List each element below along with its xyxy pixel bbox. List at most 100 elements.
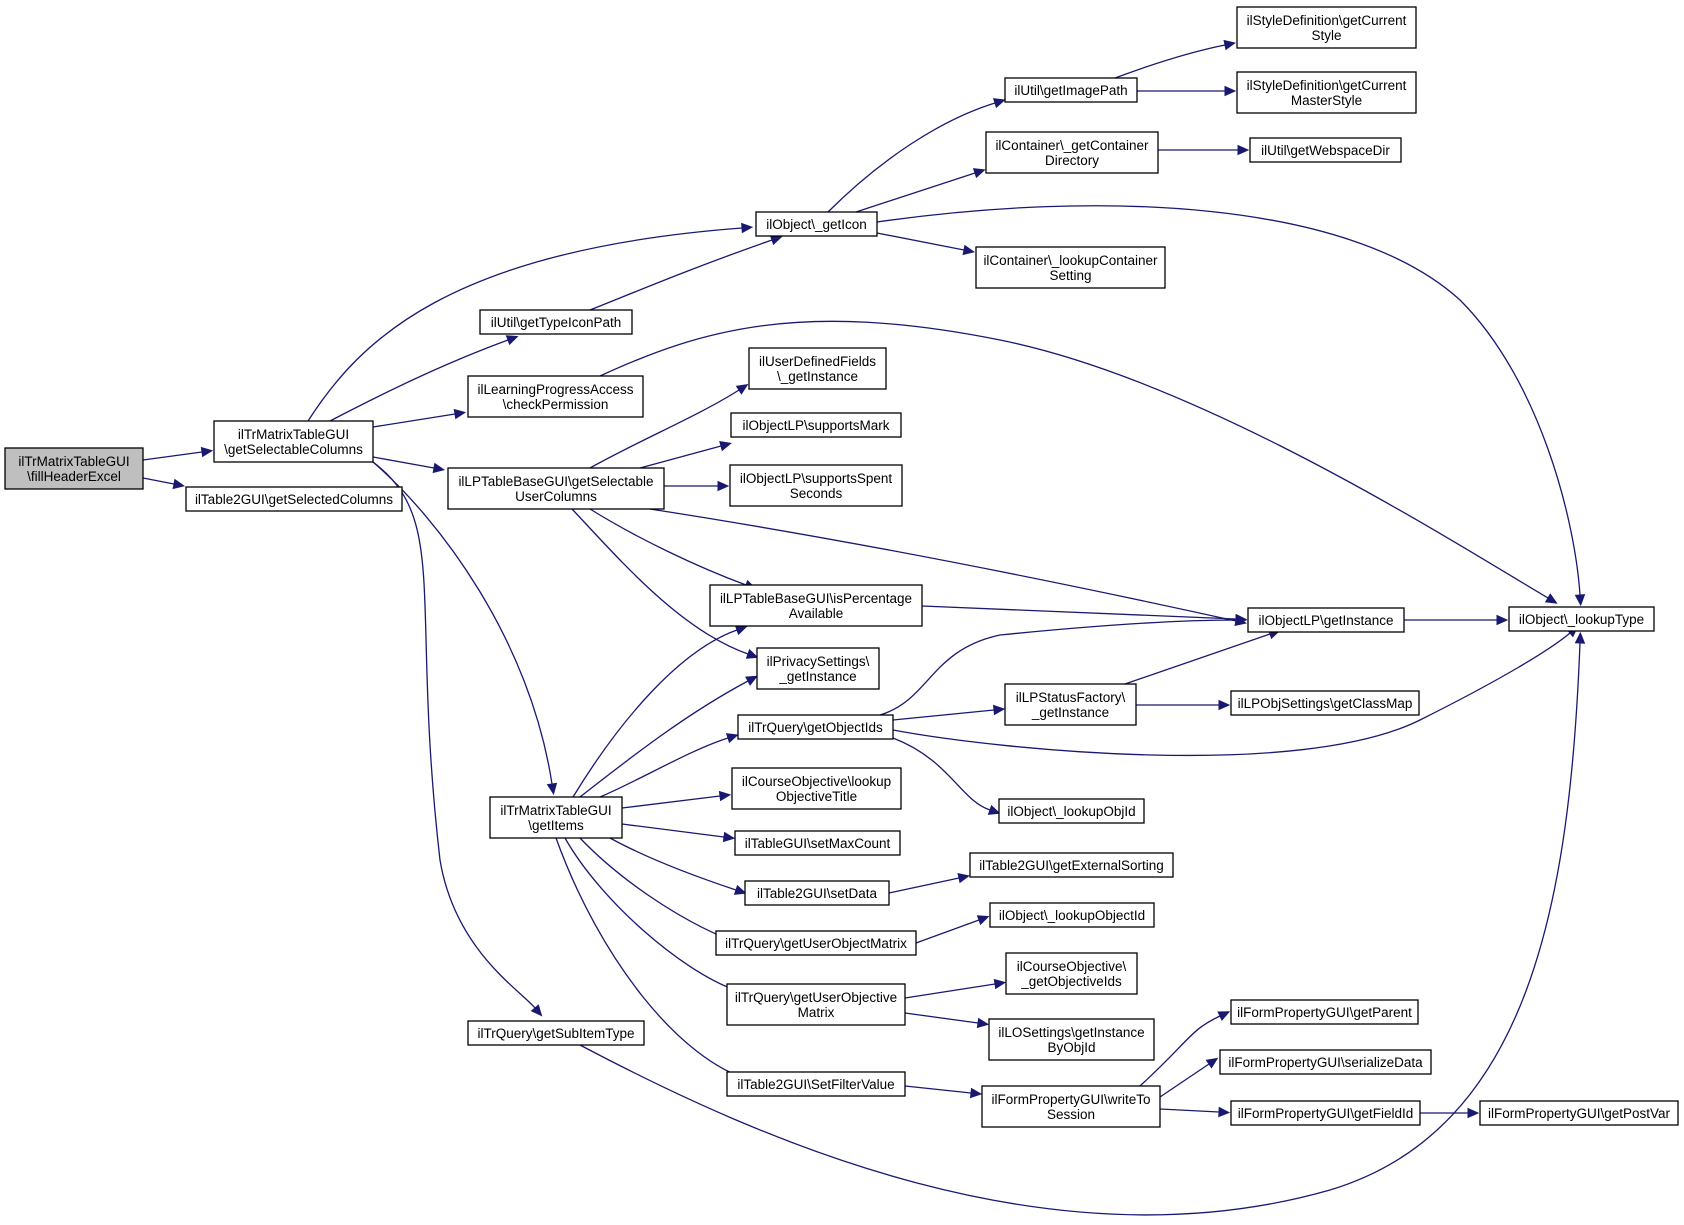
node-box[interactable] xyxy=(1479,1100,1679,1126)
node-box[interactable] xyxy=(467,375,644,418)
function-node[interactable]: ilObject\_lookupObjId xyxy=(998,798,1145,824)
function-node[interactable]: ilTrQuery\getUserObjectMatrix xyxy=(715,930,917,956)
call-edge xyxy=(372,461,558,796)
node-box[interactable] xyxy=(1004,77,1138,103)
function-node[interactable]: ilObjectLP\supportsMark xyxy=(730,412,902,438)
node-box[interactable] xyxy=(447,467,665,510)
function-node[interactable]: ilTableGUI\setMaxCount xyxy=(734,830,901,856)
function-node[interactable]: ilTrMatrixTableGUI\getSelectableColumns xyxy=(213,420,374,463)
node-box[interactable] xyxy=(1236,71,1417,114)
function-node[interactable]: ilObject\_lookupObjectId xyxy=(989,902,1155,928)
call-edge xyxy=(904,1012,990,1029)
node-box[interactable] xyxy=(1230,1100,1421,1126)
function-node[interactable]: ilLPTableBaseGUI\getSelectableUserColumn… xyxy=(447,467,665,510)
node-label: ilLearningProgressAccess xyxy=(477,382,633,397)
function-node[interactable]: ilFormPropertyGUI\getParent xyxy=(1230,999,1419,1025)
edge-arrowhead xyxy=(992,98,1006,109)
edge-line xyxy=(921,605,1237,620)
function-node[interactable]: ilUserDefinedFields\_getInstance xyxy=(748,347,887,390)
node-box[interactable] xyxy=(709,584,923,627)
node-box[interactable] xyxy=(715,930,917,956)
call-edge xyxy=(879,614,1248,716)
node-box[interactable] xyxy=(4,447,144,490)
node-box[interactable] xyxy=(1219,1049,1432,1075)
function-node[interactable]: ilObject\_lookupType xyxy=(1508,606,1655,632)
node-label: ilUtil\getTypeIconPath xyxy=(491,315,622,330)
node-box[interactable] xyxy=(988,1018,1155,1061)
function-node[interactable]: ilFormPropertyGUI\serializeData xyxy=(1219,1049,1432,1075)
node-box[interactable] xyxy=(744,880,890,906)
function-node[interactable]: ilFormPropertyGUI\getFieldId xyxy=(1230,1100,1421,1126)
function-node[interactable]: ilCourseObjective\_getObjectiveIds xyxy=(1005,952,1138,995)
function-node[interactable]: ilObject\_getIcon xyxy=(755,211,878,237)
function-node[interactable]: ilTable2GUI\SetFilterValue xyxy=(726,1071,906,1097)
node-box[interactable] xyxy=(1230,999,1419,1025)
function-node[interactable]: ilTrQuery\getObjectIds xyxy=(737,714,894,740)
node-box[interactable] xyxy=(756,647,880,690)
node-box[interactable] xyxy=(479,309,633,335)
node-box[interactable] xyxy=(729,464,903,507)
function-node[interactable]: ilLPStatusFactory\_getInstance xyxy=(1004,683,1137,726)
edge-arrowhead xyxy=(505,335,519,346)
call-edge xyxy=(372,461,543,1017)
node-box[interactable] xyxy=(1236,6,1417,49)
node-box[interactable] xyxy=(185,486,403,512)
function-node[interactable]: ilTrMatrixTableGUI\getItems xyxy=(489,796,623,839)
root-function-node[interactable]: ilTrMatrixTableGUI\fillHeaderExcel xyxy=(4,447,144,490)
node-box[interactable] xyxy=(726,1071,906,1097)
function-node[interactable]: ilUtil\getImagePath xyxy=(1004,77,1138,103)
node-box[interactable] xyxy=(1005,952,1138,995)
node-box[interactable] xyxy=(755,211,878,237)
node-box[interactable] xyxy=(467,1020,645,1046)
node-box[interactable] xyxy=(734,830,901,856)
function-node[interactable]: ilTable2GUI\setData xyxy=(744,880,890,906)
edge-arrowhead xyxy=(719,441,732,452)
node-box[interactable] xyxy=(737,714,894,740)
function-node[interactable]: ilTable2GUI\getExternalSorting xyxy=(969,852,1174,878)
function-node[interactable]: ilLearningProgressAccess\checkPermission xyxy=(467,375,644,418)
node-label: ilTrQuery\getUserObjectMatrix xyxy=(725,936,907,951)
function-node[interactable]: ilTable2GUI\getSelectedColumns xyxy=(185,486,403,512)
node-box[interactable] xyxy=(975,246,1166,289)
node-label: ilFormPropertyGUI\writeTo xyxy=(991,1092,1150,1107)
node-box[interactable] xyxy=(213,420,374,463)
node-box[interactable] xyxy=(989,902,1155,928)
node-box[interactable] xyxy=(985,131,1159,174)
node-box[interactable] xyxy=(1249,137,1402,163)
function-node[interactable]: ilUtil\getWebspaceDir xyxy=(1249,137,1402,163)
node-label: MasterStyle xyxy=(1291,93,1362,108)
node-box[interactable] xyxy=(1004,683,1137,726)
function-node[interactable]: ilUtil\getTypeIconPath xyxy=(479,309,633,335)
node-box[interactable] xyxy=(1247,607,1405,633)
call-edge xyxy=(599,320,1558,604)
node-box[interactable] xyxy=(1508,606,1655,632)
function-node[interactable]: ilTrQuery\getSubItemType xyxy=(467,1020,645,1046)
node-box[interactable] xyxy=(726,983,906,1026)
node-label: ByObjId xyxy=(1047,1040,1095,1055)
function-node[interactable]: ilPrivacySettings\_getInstance xyxy=(756,647,880,690)
edge-arrowhead xyxy=(432,462,446,474)
call-edge xyxy=(571,508,759,659)
node-box[interactable] xyxy=(748,347,887,390)
node-box[interactable] xyxy=(731,767,902,810)
node-label: ilUtil\getImagePath xyxy=(1014,83,1127,98)
node-box[interactable] xyxy=(489,796,623,839)
node-box[interactable] xyxy=(969,852,1174,878)
node-box[interactable] xyxy=(998,798,1145,824)
function-node[interactable]: ilLPObjSettings\getClassMap xyxy=(1230,690,1420,716)
node-box[interactable] xyxy=(730,412,902,438)
function-node[interactable]: ilFormPropertyGUI\getPostVar xyxy=(1479,1100,1679,1126)
function-node[interactable]: ilObjectLP\getInstance xyxy=(1247,607,1405,633)
node-box[interactable] xyxy=(981,1085,1161,1128)
node-box[interactable] xyxy=(1230,690,1420,716)
